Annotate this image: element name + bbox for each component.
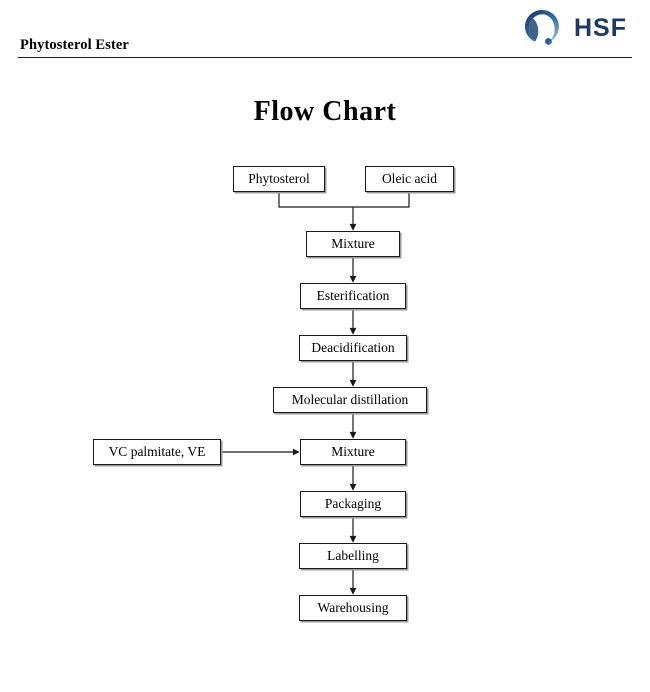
flow-node-mixture-1[interactable]: Mixture <box>306 231 400 257</box>
page-title: Flow Chart <box>253 96 397 127</box>
flow-node-warehousing[interactable]: Warehousing <box>299 595 407 621</box>
hsf-droplet-ring-icon <box>525 10 559 45</box>
flow-node-molecular-distillation[interactable]: Molecular distillation <box>273 387 427 413</box>
flow-node-mixture-2[interactable]: Mixture <box>300 439 406 465</box>
flow-node-phytosterol[interactable]: Phytosterol <box>233 166 325 192</box>
flow-node-deacidification[interactable]: Deacidification <box>299 335 407 361</box>
page-header: HSF Phytosterol Ester <box>0 0 650 62</box>
flow-node-oleic-acid[interactable]: Oleic acid <box>365 166 454 192</box>
edge-phytosterol-to-mixture <box>278 192 353 208</box>
edge-oleic-acid-to-mixture <box>353 192 410 208</box>
hsf-wordmark: HSF <box>574 14 627 42</box>
flow-node-labelling[interactable]: Labelling <box>299 543 407 569</box>
flow-node-vc-palmitate[interactable]: VC palmitate, VE <box>93 439 221 465</box>
header-divider <box>18 57 632 58</box>
hsf-logo: HSF <box>522 8 626 48</box>
flow-node-packaging[interactable]: Packaging <box>300 491 406 517</box>
document-title: Phytosterol Ester <box>20 37 129 53</box>
flow-node-esterification[interactable]: Esterification <box>300 283 406 309</box>
